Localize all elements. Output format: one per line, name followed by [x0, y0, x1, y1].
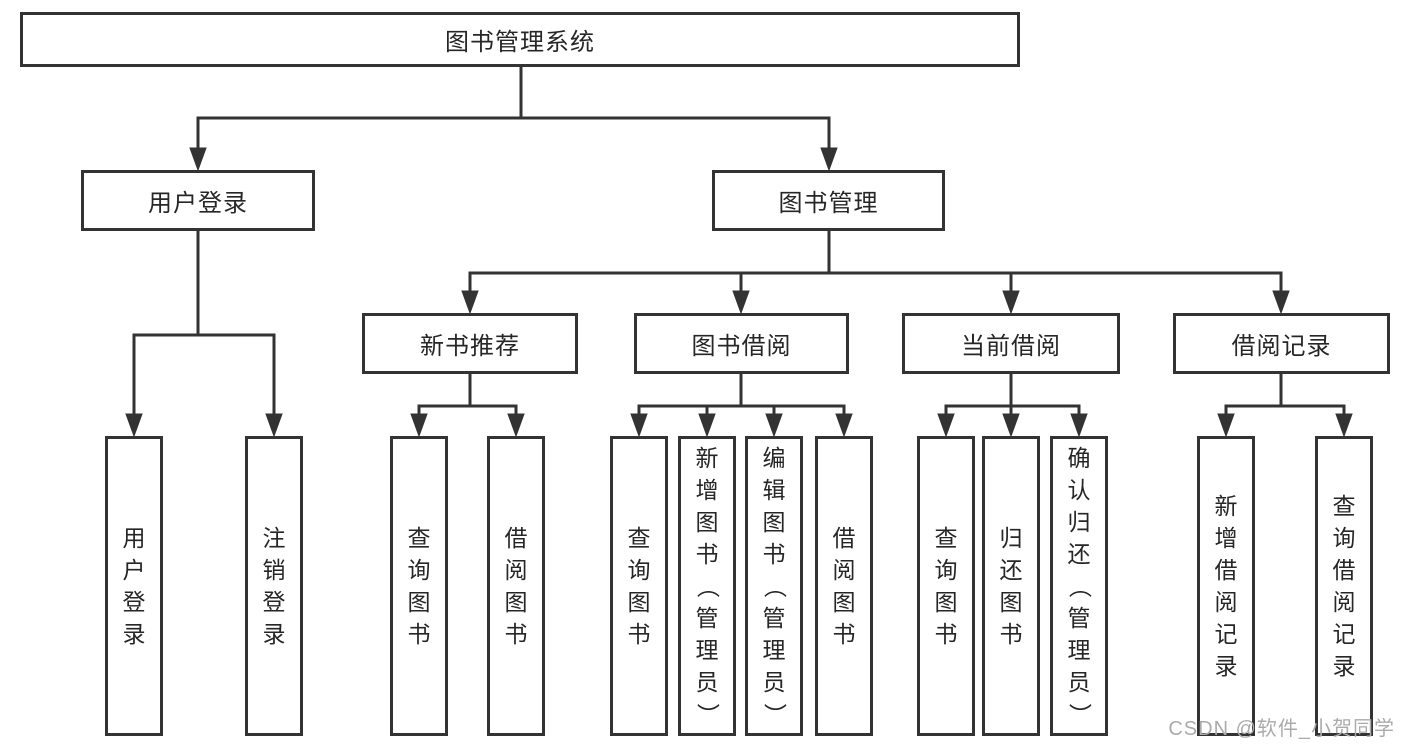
leaf-confirm-return-admin: 确认归还（管理员） [1050, 436, 1108, 736]
leaf-user-login-label: 用户登录 [122, 524, 146, 647]
node-root-label: 图书管理系统 [445, 29, 595, 56]
edge-root-to-level2 [189, 66, 838, 172]
leaf-return-book-label: 归还图书 [999, 524, 1023, 647]
node-book-management-label: 图书管理 [778, 190, 879, 217]
leaf-query-books-borrow: 查询图书 [610, 436, 668, 736]
leaf-return-book: 归还图书 [982, 436, 1040, 736]
node-borrow-records-label: 借阅记录 [1231, 333, 1332, 360]
leaf-add-book-admin: 新增图书（管理员） [678, 436, 736, 736]
edge-book-borrow-to-leaves [630, 374, 853, 438]
csdn-watermark: CSDN @软件_小贺同学 [1168, 718, 1395, 740]
edge-borrow-records-to-leaves [1217, 374, 1353, 438]
leaf-logout: 注销登录 [245, 436, 303, 736]
leaf-user-login: 用户登录 [105, 436, 163, 736]
edge-user-login-to-leaves [125, 231, 283, 438]
node-book-management: 图书管理 [712, 170, 945, 231]
leaf-query-borrow-record-label: 查询借阅记录 [1332, 492, 1356, 679]
leaf-logout-label: 注销登录 [262, 524, 286, 647]
leaf-confirm-return-admin-label: 确认归还（管理员） [1066, 444, 1093, 726]
node-borrow-records: 借阅记录 [1173, 313, 1390, 374]
leaf-query-books-recommend-label: 查询图书 [407, 524, 431, 647]
edge-current-borrow-to-leaves [937, 374, 1088, 438]
leaf-add-borrow-record-label: 新增借阅记录 [1214, 492, 1238, 679]
leaf-borrow-books-borrow-label: 借阅图书 [832, 524, 856, 647]
edge-new-book-recommend-to-leaves [410, 374, 525, 438]
leaf-borrow-books-recommend-label: 借阅图书 [504, 524, 528, 647]
leaf-query-books-current-label: 查询图书 [934, 524, 958, 647]
leaf-query-borrow-record: 查询借阅记录 [1315, 436, 1373, 736]
node-book-borrow: 图书借阅 [634, 313, 849, 374]
node-root-system: 图书管理系统 [20, 12, 1020, 67]
leaf-add-book-admin-label: 新增图书（管理员） [694, 444, 721, 726]
node-current-borrow: 当前借阅 [902, 313, 1120, 374]
node-user-login-label: 用户登录 [148, 190, 248, 217]
node-new-book-recommend: 新书推荐 [362, 313, 578, 374]
node-user-login: 用户登录 [81, 170, 315, 231]
node-new-book-recommend-label: 新书推荐 [420, 333, 520, 360]
leaf-borrow-books-borrow: 借阅图书 [815, 436, 873, 736]
leaf-edit-book-admin: 编辑图书（管理员） [745, 436, 803, 736]
leaf-query-books-borrow-label: 查询图书 [627, 524, 651, 647]
leaf-add-borrow-record: 新增借阅记录 [1197, 436, 1255, 736]
node-current-borrow-label: 当前借阅 [961, 333, 1061, 360]
leaf-query-books-recommend: 查询图书 [390, 436, 448, 736]
leaf-edit-book-admin-label: 编辑图书（管理员） [761, 444, 788, 726]
leaf-query-books-current: 查询图书 [917, 436, 975, 736]
node-book-borrow-label: 图书借阅 [691, 333, 792, 360]
edge-book-management-to-level3 [461, 231, 1290, 315]
leaf-borrow-books-recommend: 借阅图书 [487, 436, 545, 736]
